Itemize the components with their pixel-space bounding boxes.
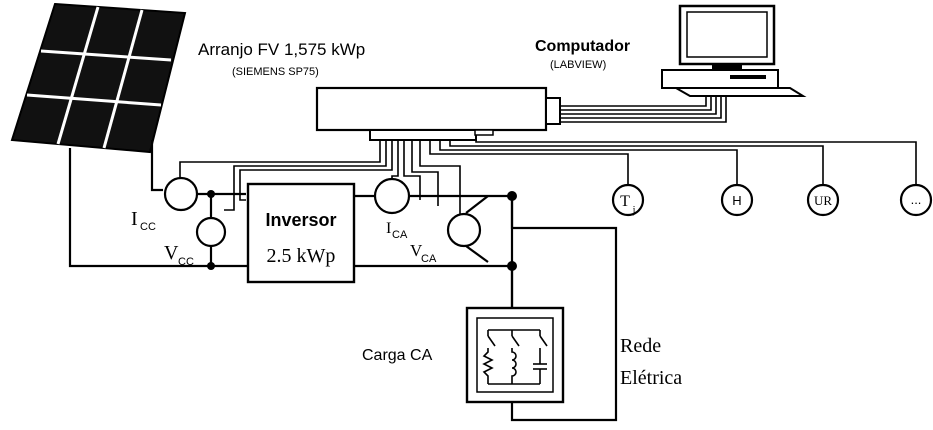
h-label: H — [732, 193, 741, 208]
ur-label: UR — [814, 193, 832, 208]
pv-array-panel — [10, 2, 187, 154]
ica-subscript: CA — [392, 229, 408, 241]
inverter-name: Inversor — [265, 210, 336, 230]
dc-ac-wiring — [198, 192, 618, 422]
computer-software: (LABVIEW) — [550, 59, 606, 71]
grid-label-line2: Elétrica — [620, 367, 682, 389]
ur-probe: UR — [806, 183, 840, 217]
grid-label-line1: Rede — [620, 335, 661, 357]
computer-icon — [661, 4, 807, 97]
inverter-box — [246, 182, 356, 284]
inverter-rating: 2.5 kWp — [267, 245, 336, 267]
vcc-label: V — [164, 242, 179, 264]
load-label: Carga CA — [362, 347, 433, 364]
more-probe: ... — [899, 183, 933, 217]
vcc-subscript: CC — [178, 256, 194, 268]
tj-label: T — [620, 193, 630, 210]
array-leads — [68, 140, 250, 268]
ac-load — [465, 306, 565, 404]
icc-subscript: CC — [140, 221, 156, 233]
data-acquisition-unit — [315, 86, 561, 141]
array-model: (SIEMENS SP75) — [232, 66, 319, 78]
junction-dots — [207, 190, 517, 271]
array-title: Arranjo FV 1,575 kWp — [198, 40, 365, 59]
icc-sensor — [163, 176, 199, 212]
vca-sensor — [446, 212, 482, 248]
computer-title: Computador — [535, 38, 630, 55]
h-probe: H — [720, 183, 754, 217]
vca-label: V — [410, 241, 423, 260]
ica-sensor — [373, 177, 411, 215]
tj-probe: T j — [611, 183, 645, 217]
icc-label: I — [131, 208, 138, 230]
sensor-signal-lines — [179, 135, 917, 216]
vcc-sensor — [195, 216, 227, 248]
more-label: ... — [911, 192, 922, 207]
ica-label: I — [386, 220, 391, 237]
tj-subscript: j — [632, 205, 636, 216]
vca-subscript: CA — [421, 253, 437, 265]
